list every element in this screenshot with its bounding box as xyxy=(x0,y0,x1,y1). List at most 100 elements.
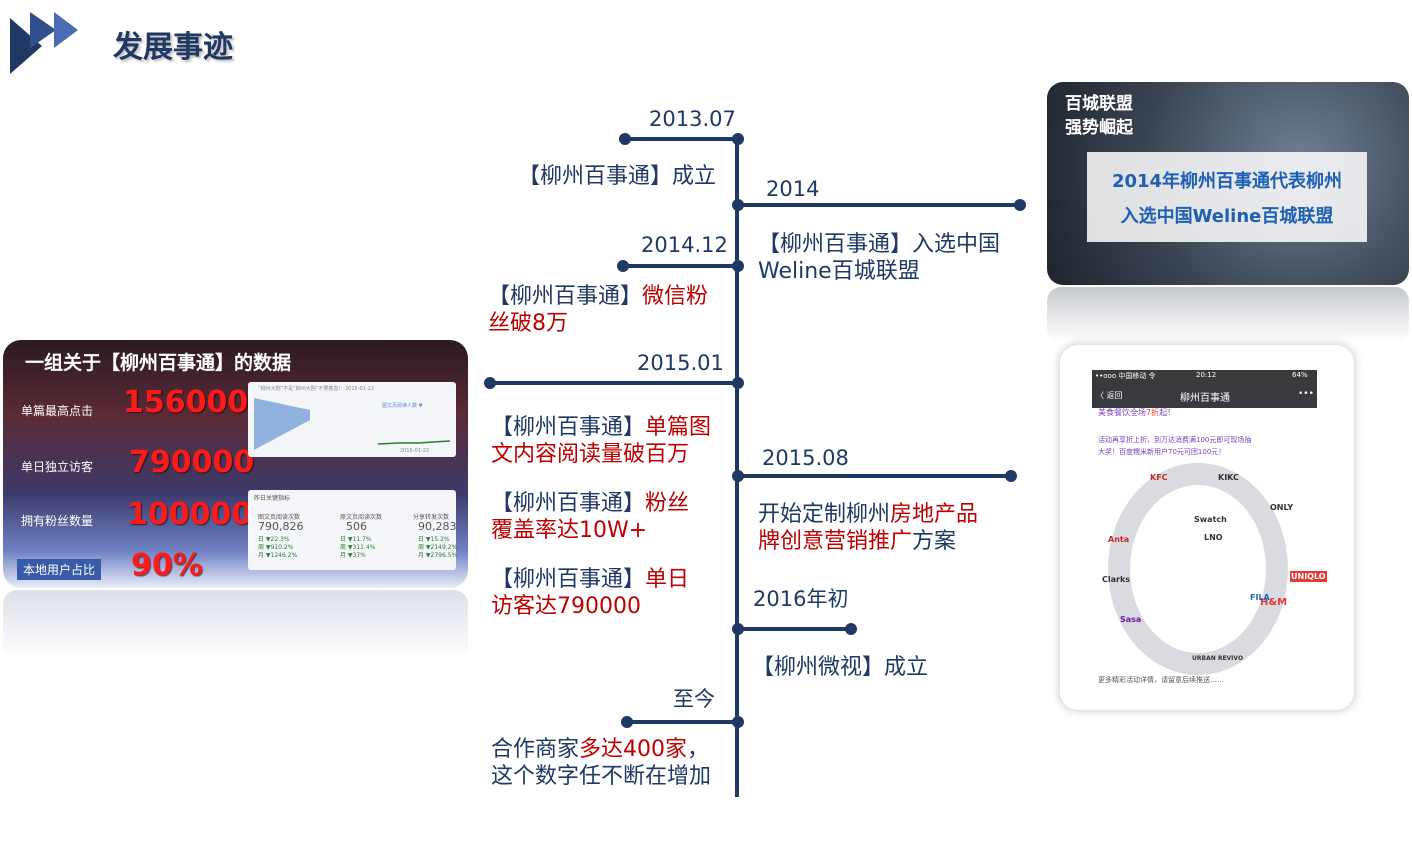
brand-logo-ring xyxy=(1108,463,1288,675)
stat-label: 单日独立访客 xyxy=(21,460,94,474)
timeline-date: 2015.01 xyxy=(637,351,724,375)
event-text: 这个数字任不断在增加 xyxy=(491,764,712,789)
metric-value: 90,283 xyxy=(418,520,457,533)
image-reflection xyxy=(1047,287,1409,342)
event-text: ， xyxy=(687,737,710,762)
brand-logo: UNIQLO xyxy=(1290,571,1327,582)
brand-logo: LNO xyxy=(1204,533,1223,542)
phone-screenshot: ••ooo 中国移动 令 20:12 64% 〈 返回 柳州百事通 ••• 美食… xyxy=(1060,345,1354,710)
image-header: 百城联盟 强势崛起 xyxy=(1065,92,1133,140)
event-highlight: 多达400家 xyxy=(579,737,688,762)
stat-value: 90% xyxy=(131,548,203,583)
mini-line-chart xyxy=(378,440,451,445)
promo-text: 起！ xyxy=(1159,408,1176,417)
mini-area-chart xyxy=(254,398,310,450)
metric-change: 日 ▼15.2% xyxy=(418,536,450,543)
event-highlight: 访客达790000 xyxy=(491,594,641,619)
event-highlight: 文内容阅读量破百万 xyxy=(491,442,690,467)
timeline-branch xyxy=(626,720,737,724)
event-line: Weline百城联盟 xyxy=(758,259,920,284)
panel-reflection xyxy=(3,590,468,660)
timeline-event-text: 【柳州百事通】单日 访客达790000 xyxy=(491,566,689,620)
timeline-event-text: 【柳州微视】成立 xyxy=(752,655,929,680)
timeline-dot xyxy=(1014,199,1026,211)
timeline-node xyxy=(732,470,744,482)
battery-text: 64% xyxy=(1292,371,1308,379)
timeline-event-text: 【柳州百事通】成立 xyxy=(518,164,717,189)
image-header-line: 强势崛起 xyxy=(1065,118,1133,138)
brand-logo: KFC xyxy=(1150,473,1168,482)
stat-value: 1560000 xyxy=(123,385,270,420)
event-text: 方案 xyxy=(912,529,957,554)
mini-chart-header: “柳州大剧”不是“柳州大剧”不要着急！ 2015-01-22 xyxy=(258,386,375,392)
back-button[interactable]: 〈 返回 xyxy=(1096,391,1123,400)
event-highlight: 微信粉 xyxy=(642,284,709,309)
brand-logo: ONLY xyxy=(1270,503,1294,512)
more-icon[interactable]: ••• xyxy=(1298,389,1314,399)
image-caption-line: 入选中国Weline百城联盟 xyxy=(1120,206,1334,227)
metric-head: 原文页阅读次数 xyxy=(340,514,383,521)
image-caption-line: 2014年柳州百事通代表柳州 xyxy=(1111,171,1343,192)
timeline-node xyxy=(732,716,744,728)
promo-line: 大奖！百度糯米新用户70元可团100元！ xyxy=(1098,448,1226,456)
event-text: 合作商家 xyxy=(491,737,580,762)
logo-triangles-icon xyxy=(10,12,78,74)
brand-logo: Sasa xyxy=(1120,615,1142,624)
brand-logo: Clarks xyxy=(1102,575,1131,584)
metric-head: 图文页阅读次数 xyxy=(258,514,301,521)
timeline-dot xyxy=(617,260,629,272)
timeline-branch xyxy=(737,627,851,631)
mini-metrics-card: 昨日关键指标 图文页阅读次数 790,826 日 ▼22.3% 周 ▼910.2… xyxy=(248,490,458,570)
metric-change: 周 ▼910.2% xyxy=(258,544,294,551)
brand-logo: H&M xyxy=(1260,597,1288,608)
timeline-branch xyxy=(737,474,1011,478)
event-highlight: 单篇图 xyxy=(645,415,712,440)
promo-line: 美食餐饮全场7折起！ xyxy=(1098,407,1175,418)
brand-logo: KIKC xyxy=(1218,473,1239,482)
carrier-text: ••ooo 中国移动 令 xyxy=(1095,372,1156,380)
event-prefix: 【柳州百事通】 xyxy=(491,491,646,516)
timeline-branch xyxy=(737,203,1020,207)
timeline-event-text: 合作商家多达400家， 这个数字任不断在增加 xyxy=(491,736,711,790)
timeline-node xyxy=(732,623,744,635)
timeline-date: 2014.12 xyxy=(641,233,728,257)
metric-head: 分享转发次数 xyxy=(413,514,450,521)
timeline-branch xyxy=(624,137,737,141)
event-highlight: 覆盖率达10W+ xyxy=(491,518,648,543)
page-title: 发展事迹 xyxy=(113,30,233,65)
brand-logo: Swatch xyxy=(1194,515,1227,524)
stat-value: 790000 xyxy=(129,445,255,480)
data-panel-title: 一组关于【柳州百事通】的数据 xyxy=(25,352,292,374)
alliance-image: 百城联盟 强势崛起 2014年柳州百事通代表柳州 入选中国Weline百城联盟 xyxy=(1047,82,1409,285)
timeline-date: 2016年初 xyxy=(753,587,849,611)
event-prefix: 【柳州百事通】 xyxy=(491,415,646,440)
timeline-branch xyxy=(622,264,737,268)
metric-value: 790,826 xyxy=(258,520,304,533)
image-caption-box: 2014年柳州百事通代表柳州 入选中国Weline百城联盟 xyxy=(1087,152,1367,242)
promo-text: 美食餐饮全场 xyxy=(1098,408,1146,417)
event-text: 开始定制柳州 xyxy=(758,502,891,527)
timeline-node xyxy=(732,260,744,272)
image-header-line: 百城联盟 xyxy=(1065,94,1133,114)
timeline-dot xyxy=(484,377,496,389)
metric-change: 月 ▼1246.2% xyxy=(258,552,298,559)
brand-logo: Anta xyxy=(1108,535,1130,544)
timeline-event-text: 【柳州百事通】单篇图 文内容阅读量破百万 xyxy=(491,414,711,468)
event-highlight: 单日 xyxy=(645,567,690,592)
promo-highlight: 7折 xyxy=(1146,408,1160,417)
metric-change: 月 ▼2796.5% xyxy=(418,552,458,559)
event-highlight: 牌创意营销推广 xyxy=(758,529,913,554)
metric-value: 506 xyxy=(346,520,367,533)
timeline-event-text: 【柳州百事通】入选中国 Weline百城联盟 xyxy=(758,231,1000,285)
timeline-date: 至今 xyxy=(673,687,715,711)
phone-footer: 更多精彩活动详情，请留意后续推送…… xyxy=(1098,676,1224,684)
timeline-dot xyxy=(619,133,631,145)
event-highlight: 粉丝 xyxy=(645,491,690,516)
timeline-date: 2015.08 xyxy=(762,446,849,470)
metric-change: 日 ▼22.3% xyxy=(258,536,290,543)
stat-label: 本地用户占比 xyxy=(17,559,102,580)
event-highlight: 丝破8万 xyxy=(488,311,568,336)
timeline-date: 2014 xyxy=(766,177,820,201)
phone-nav-bar: 〈 返回 柳州百事通 ••• xyxy=(1092,382,1317,408)
brand-logo: FILA xyxy=(1250,593,1270,602)
